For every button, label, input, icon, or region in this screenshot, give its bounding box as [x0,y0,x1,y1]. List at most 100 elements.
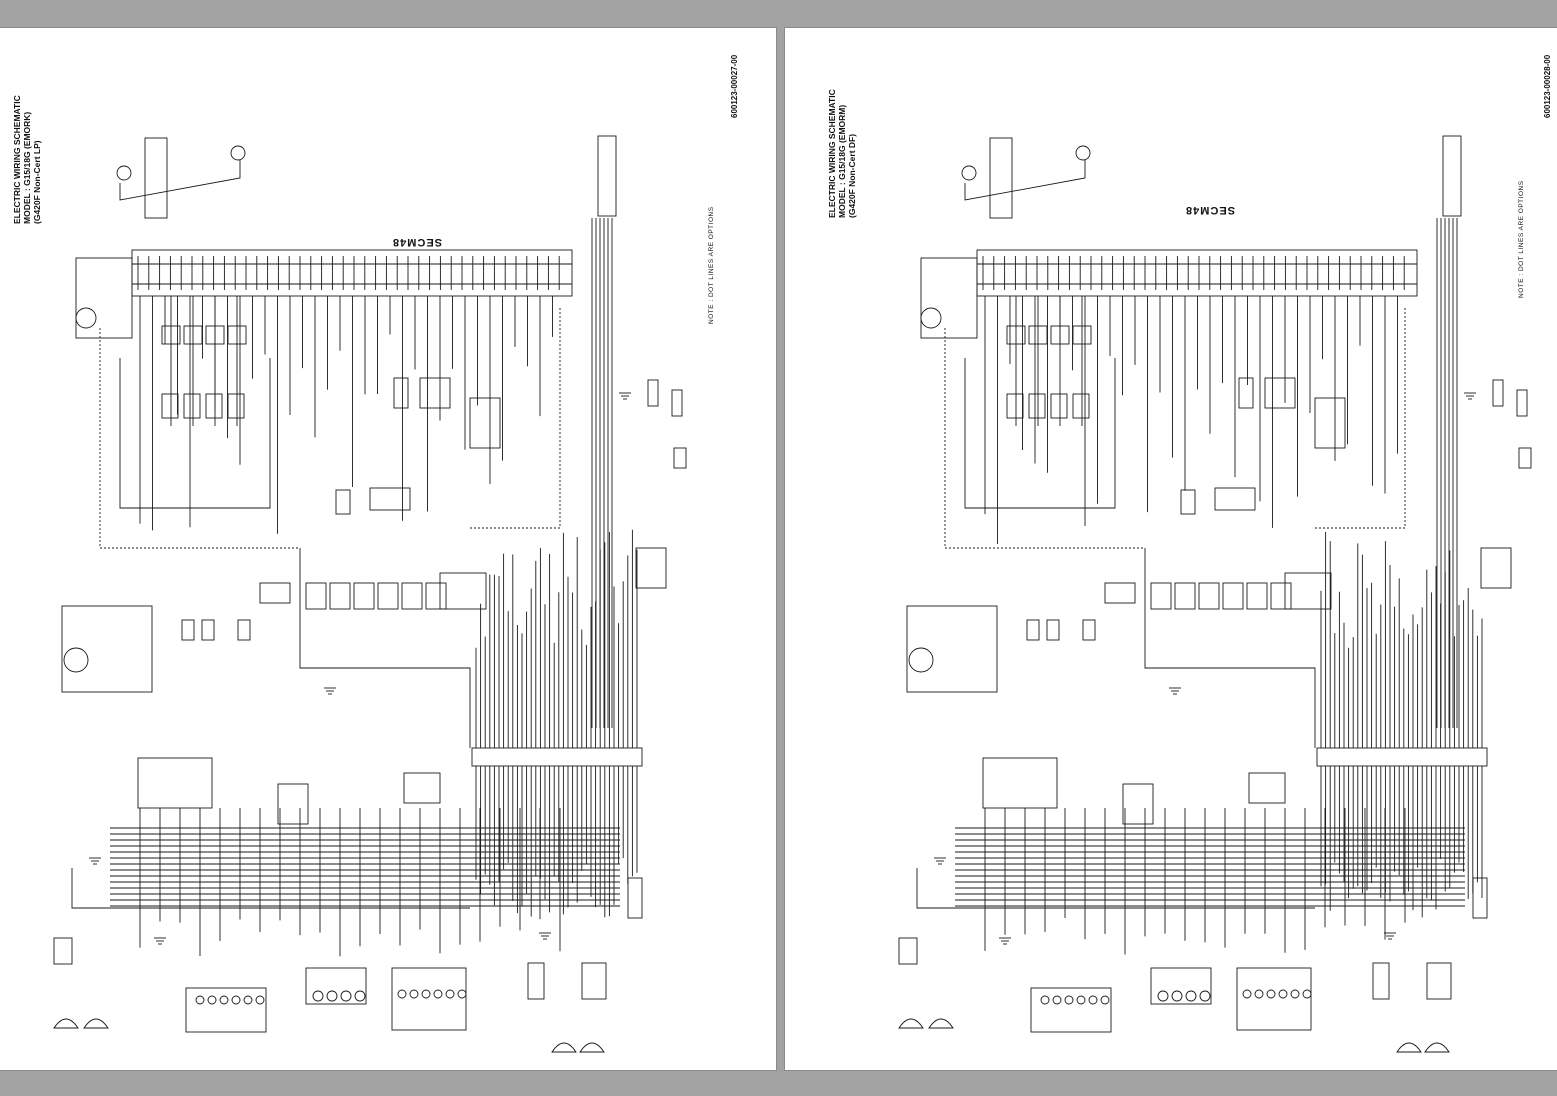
lamp [1302,989,1312,999]
lamp [1157,990,1169,1002]
terminal-block [1316,747,1488,767]
schematic-model: MODEL : G15/18G (EMORK) [22,111,32,224]
component-box [1314,397,1346,449]
lamp [1254,989,1264,999]
wire [964,358,1116,509]
lamp [255,995,265,1005]
connector [1214,487,1256,511]
connector [581,962,607,1000]
connector [1082,619,1096,641]
lamp [195,995,205,1005]
lamp [1266,989,1276,999]
relay [401,582,423,610]
lamp [433,989,443,999]
optional-wire [99,328,300,549]
relay [1072,393,1090,419]
wire [119,160,241,201]
component-box [1248,772,1286,804]
connector [1480,547,1512,589]
wire [119,358,271,509]
headlamp [1424,1042,1450,1053]
optional-wire [470,308,561,529]
connector [1372,962,1390,1000]
connector [1426,962,1452,1000]
headlamp [551,1042,577,1053]
lamp [421,989,431,999]
headlamp [579,1042,605,1053]
connector [419,377,451,409]
relay [1006,393,1024,419]
component-box [906,605,998,693]
optional-wire [1315,308,1406,529]
lamp [207,995,217,1005]
lamp [457,989,467,999]
relay [161,393,179,419]
lamp [312,990,324,1002]
lamp [354,990,366,1002]
component-box [185,987,267,1033]
relay [1198,582,1220,610]
wiring-diagram-1 [53,135,687,1053]
connector [673,447,687,469]
lamp [1185,990,1197,1002]
ecm-bus [131,249,573,297]
component-box [1030,987,1112,1033]
connector [144,137,168,219]
lamp [1040,995,1050,1005]
component-box [75,257,133,339]
lamp [1076,995,1086,1005]
connector [1180,489,1196,515]
connector [597,135,617,217]
connector [1492,379,1504,407]
lamp [231,995,241,1005]
component-box [920,257,978,339]
relay [353,582,375,610]
connector [259,582,291,604]
connector [1046,619,1060,641]
schematic-title-block: ELECTRIC WIRING SCHEMATIC MODEL : G15/18… [827,89,857,218]
connector [237,619,251,641]
wiring-diagram-2 [898,135,1532,1053]
schematic-variant: (G420F Non-Cert LP) [32,140,42,224]
connector [1472,877,1488,919]
pdf-page-1: ELECTRIC WIRING SCHEMATIC MODEL : G15/18… [0,28,776,1070]
schematic-variant: (G420F Non-Cert DF) [847,133,857,218]
connector [1518,447,1532,469]
headlamp [83,1018,109,1029]
schematic-title-block: ELECTRIC WIRING SCHEMATIC MODEL : G15/18… [12,95,42,224]
connector [1104,582,1136,604]
lamp [1052,995,1062,1005]
component-box [277,783,309,825]
document-number: 600123-00028-00 [1543,54,1552,118]
pdf-page-2: ELECTRIC WIRING SCHEMATIC MODEL : G15/18… [785,28,1557,1070]
connector [898,937,918,965]
sensor [116,165,132,181]
document-number: 600123-00027-00 [730,54,739,118]
schematic-note: NOTE : DOT LINES ARE OPTIONS [1518,180,1525,298]
lamp [340,990,352,1002]
lamp [397,989,407,999]
terminal-block [471,747,643,767]
connector [53,937,73,965]
connector [181,619,195,641]
component-box [305,967,367,1005]
relay [227,393,245,419]
connector [369,487,411,511]
relay [205,393,223,419]
sensor [1075,145,1091,161]
headlamp [898,1018,924,1029]
relay [329,582,351,610]
relay [1270,582,1292,610]
optional-wire [944,328,1145,549]
lamp [326,990,338,1002]
component-box [137,757,213,809]
lamp [1088,995,1098,1005]
lamp [1278,989,1288,999]
connector [627,877,643,919]
ecm-label: SECM48 [392,236,443,248]
component-box [391,967,467,1031]
lamp [1100,995,1110,1005]
lamp [219,995,229,1005]
component-box [1122,783,1154,825]
headlamp [928,1018,954,1029]
